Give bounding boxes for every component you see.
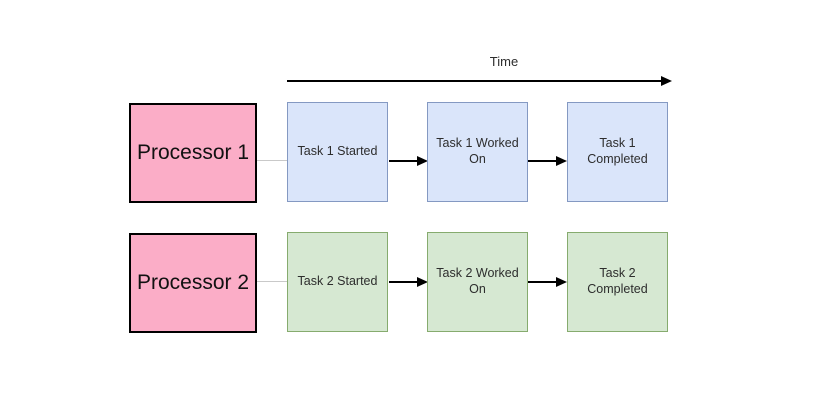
task-2-started-label: Task 2 Started: [297, 274, 378, 289]
task-1-worked-on-box: Task 1 Worked On: [427, 102, 528, 202]
task-1-completed-label: Task 1 Completed: [587, 136, 648, 166]
arrowhead-task2-worked-icon: [417, 277, 428, 287]
task-2-completed-label: Task 2 Completed: [587, 266, 648, 296]
task-2-worked-on-label: Task 2 Worked On: [436, 266, 519, 296]
task-1-started-box: Task 1 Started: [287, 102, 388, 202]
arrow-task2-worked-to-completed: [528, 281, 556, 283]
processor-2-connector-line: [257, 281, 287, 282]
arrowhead-task1-worked-icon: [417, 156, 428, 166]
time-axis-line: [287, 80, 661, 82]
task-2-completed-box: Task 2 Completed: [567, 232, 668, 332]
processor-2-box: Processor 2: [129, 233, 257, 333]
task-2-started-box: Task 2 Started: [287, 232, 388, 332]
time-axis-arrowhead-icon: [661, 76, 672, 86]
processor-2-label: Processor 2: [136, 271, 250, 294]
task-1-completed-box: Task 1 Completed: [567, 102, 668, 202]
arrow-task2-started-to-worked: [389, 281, 417, 283]
arrowhead-task2-completed-icon: [556, 277, 567, 287]
processor-1-connector-line: [257, 160, 287, 161]
processor-1-label: Processor 1: [136, 141, 250, 164]
arrow-task1-started-to-worked: [389, 160, 417, 162]
arrow-task1-worked-to-completed: [528, 160, 556, 162]
processor-1-box: Processor 1: [129, 103, 257, 203]
time-axis-label: Time: [489, 54, 519, 69]
arrowhead-task1-completed-icon: [556, 156, 567, 166]
task-1-started-label: Task 1 Started: [297, 144, 378, 159]
task-1-worked-on-label: Task 1 Worked On: [436, 136, 519, 166]
task-2-worked-on-box: Task 2 Worked On: [427, 232, 528, 332]
